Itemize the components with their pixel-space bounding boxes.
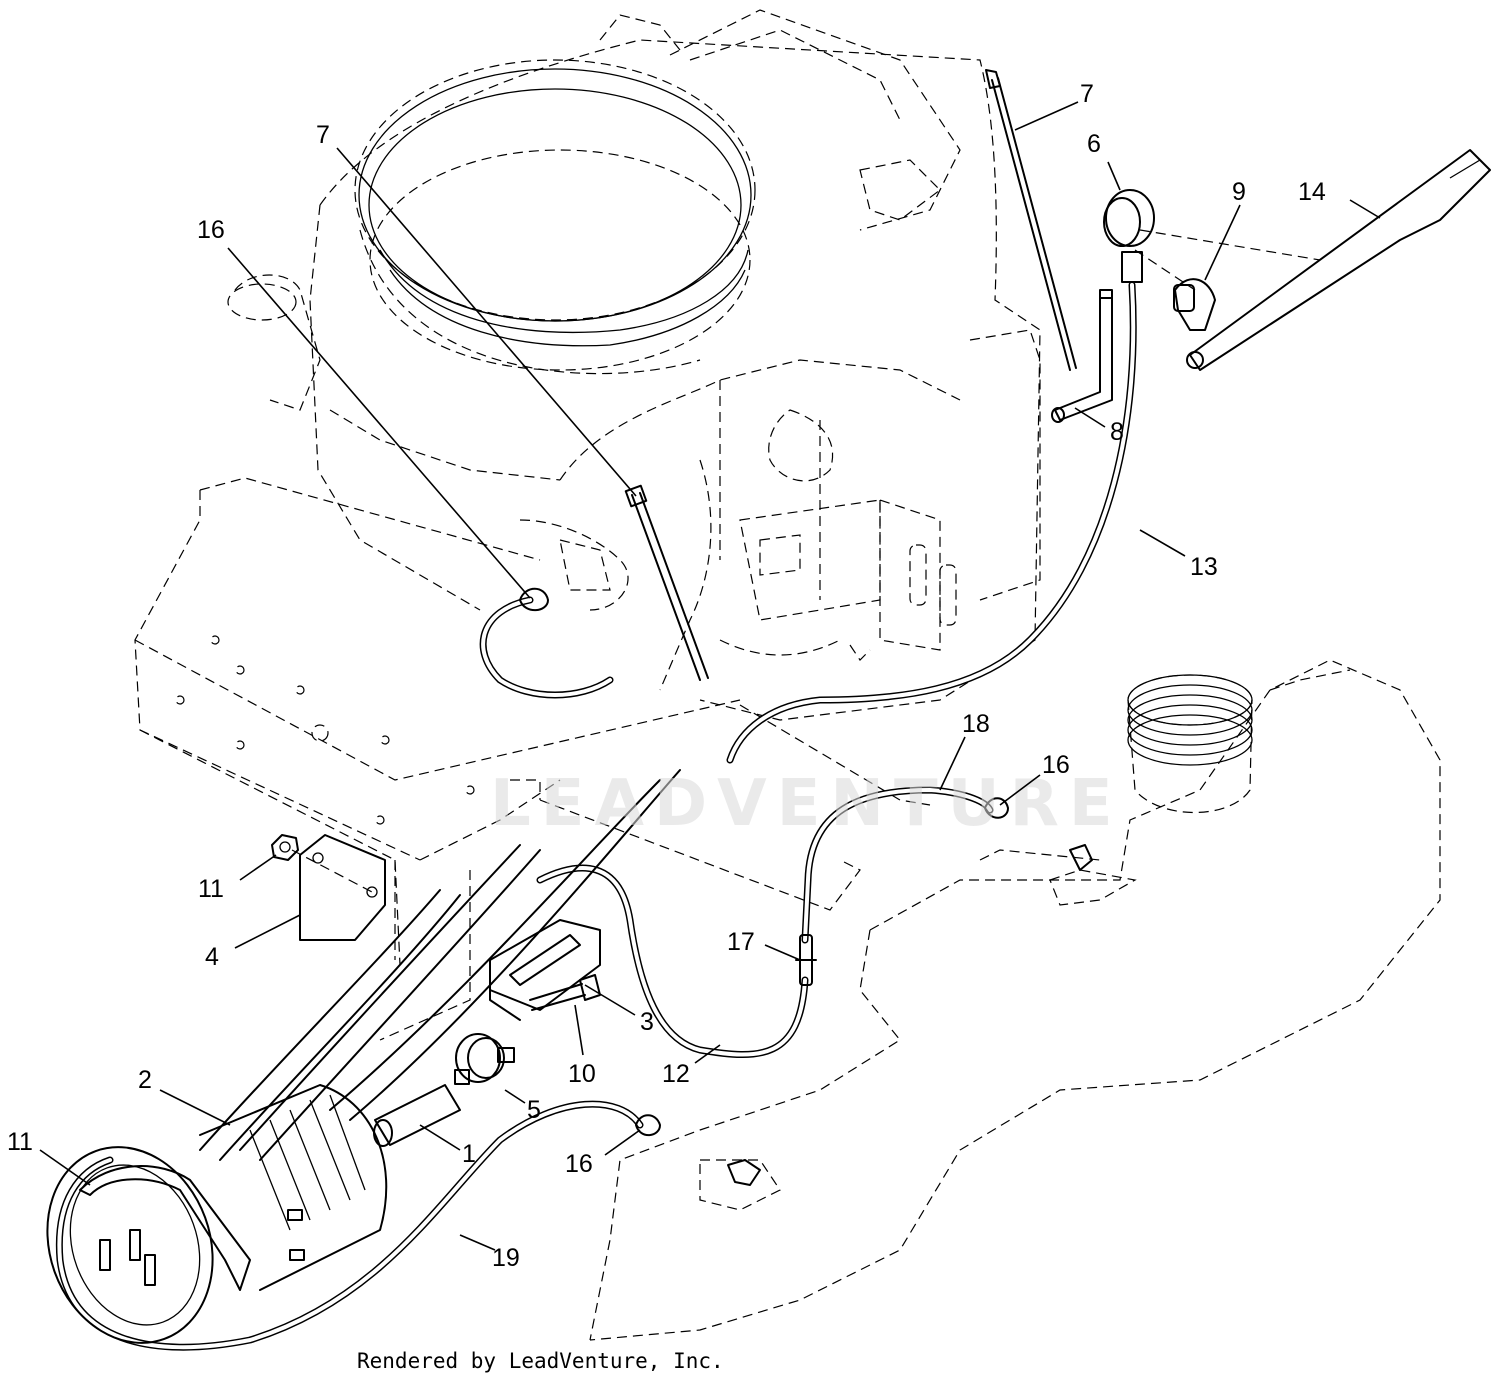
callout-13: 12 [662,1060,690,1088]
part-4-mount-plate [291,834,386,941]
callout-12: 11 [7,1128,33,1156]
callout-19: 19 [492,1244,520,1272]
callout-3: 3 [640,1008,654,1036]
part-16-clamp-tank-upper [984,797,1093,871]
callout-16-tank-lower: 16 [565,1150,593,1178]
part-8-elbow-hose [1051,289,1113,423]
callout-8: 8 [1110,418,1124,446]
callout-16-tank-upper: 16 [1042,751,1070,779]
callout-9: 9 [1232,178,1246,206]
part-15-strap [1186,149,1491,371]
callout-1: 1 [462,1140,476,1168]
part-12-canister-strap [79,1165,251,1291]
callout-7-left: 7 [316,121,330,149]
part-2-charcoal-canister [46,1084,388,1344]
callout-10: 10 [568,1060,596,1088]
frame-phantom [134,477,931,1041]
part-10-bolt [529,974,601,1011]
callout-18: 18 [962,710,990,738]
air-cleaner-cover [358,68,752,347]
hoses [55,281,1137,1351]
callout-7-right: 7 [1080,80,1094,108]
part-16-clamp-tank-lower [635,1114,761,1186]
callout-6: 6 [1087,130,1101,158]
part-9-bracket [1173,278,1216,331]
callout-5: 5 [527,1096,541,1124]
render-credit: Rendered by LeadVenture, Inc. [357,1349,724,1373]
watermark-text: LEADVENTURE [490,767,1123,841]
alignment-lines [1134,229,1321,291]
fuel-tank-filler-neck [1127,674,1253,766]
part-7-dipstick-right [985,69,1077,371]
callout-11: 11 [198,875,224,903]
callout-17: 17 [727,928,755,956]
callout-16-engine: 16 [197,216,225,244]
callouts: 7 6 9 14 7 16 8 13 18 16 11 4 17 3 10 12… [7,80,1326,1272]
engine-phantom [227,9,1041,721]
callout-15: 14 [1298,178,1326,206]
callout-4: 4 [205,943,219,971]
leader-lines [39,101,1381,1251]
part-5-check-valve [454,1033,515,1085]
part-16-clamp-engine [519,587,549,612]
part-1-tube [373,1084,461,1147]
part-3-canister-bracket [489,919,601,1021]
callout-14: 13 [1190,553,1218,581]
part-6-vent-valve [1103,189,1155,283]
fuel-tank-phantom [589,659,1441,1341]
callout-2: 2 [138,1066,152,1094]
part-11-nut [271,834,299,861]
part-7-tie-strap-left [624,484,709,681]
